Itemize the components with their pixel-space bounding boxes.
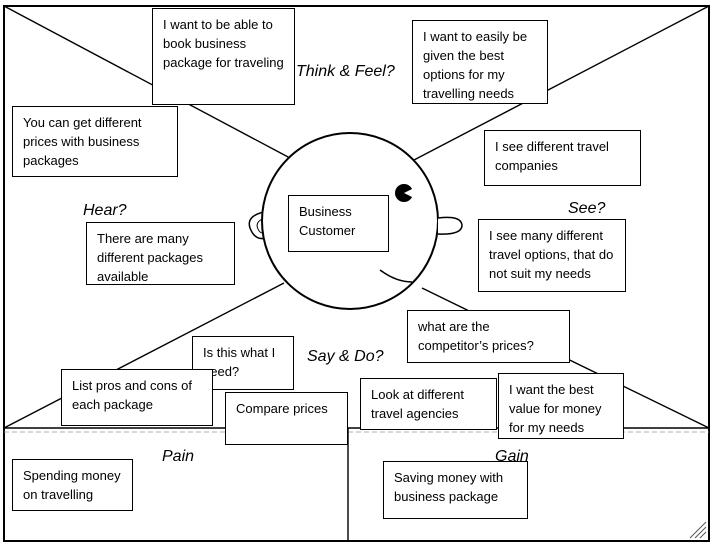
persona-note: Business Customer — [288, 195, 389, 252]
note-many-packages: There are many different packages availa… — [86, 222, 235, 285]
resize-grip-line — [694, 526, 707, 539]
mouth — [379, 269, 413, 283]
say-do-label: Say & Do? — [307, 348, 384, 365]
note-different-companies: I see different travel companies — [484, 130, 641, 186]
diagonal-top-right — [413, 5, 710, 161]
hear-label: Hear? — [83, 202, 127, 219]
diagonal-top-left — [3, 5, 291, 159]
note-saving-money: Saving money with business package — [383, 461, 528, 519]
see-label: See? — [568, 200, 606, 217]
pain-label: Pain — [162, 448, 195, 465]
note-best-value: I want the best value for money for my n… — [498, 373, 624, 439]
eye-highlight — [404, 188, 414, 198]
think-feel-label: Think & Feel? — [296, 63, 395, 80]
right-ear — [437, 216, 463, 235]
note-different-prices: You can get different prices with busine… — [12, 106, 178, 177]
note-look-agencies: Look at different travel agencies — [360, 378, 497, 430]
gain-label: Gain — [495, 448, 529, 465]
note-compare-prices: Compare prices — [225, 392, 348, 445]
note-competitor-prices: what are the competitor’s prices? — [407, 310, 570, 363]
note-options-not-suit: I see many different travel options, tha… — [478, 219, 626, 292]
left-ear — [248, 211, 267, 240]
resize-grip-line — [689, 521, 707, 539]
diagonal-bottom-left — [3, 282, 285, 429]
note-book-business-package: I want to be able to book business packa… — [152, 8, 295, 105]
note-is-this-what-i-need: Is this what I need? — [192, 336, 294, 390]
note-best-options: I want to easily be given the best optio… — [412, 20, 548, 104]
resize-grip-line — [699, 531, 707, 539]
note-pros-cons: List pros and cons of each package — [61, 369, 213, 426]
note-spending-money: Spending money on travelling — [12, 459, 133, 511]
